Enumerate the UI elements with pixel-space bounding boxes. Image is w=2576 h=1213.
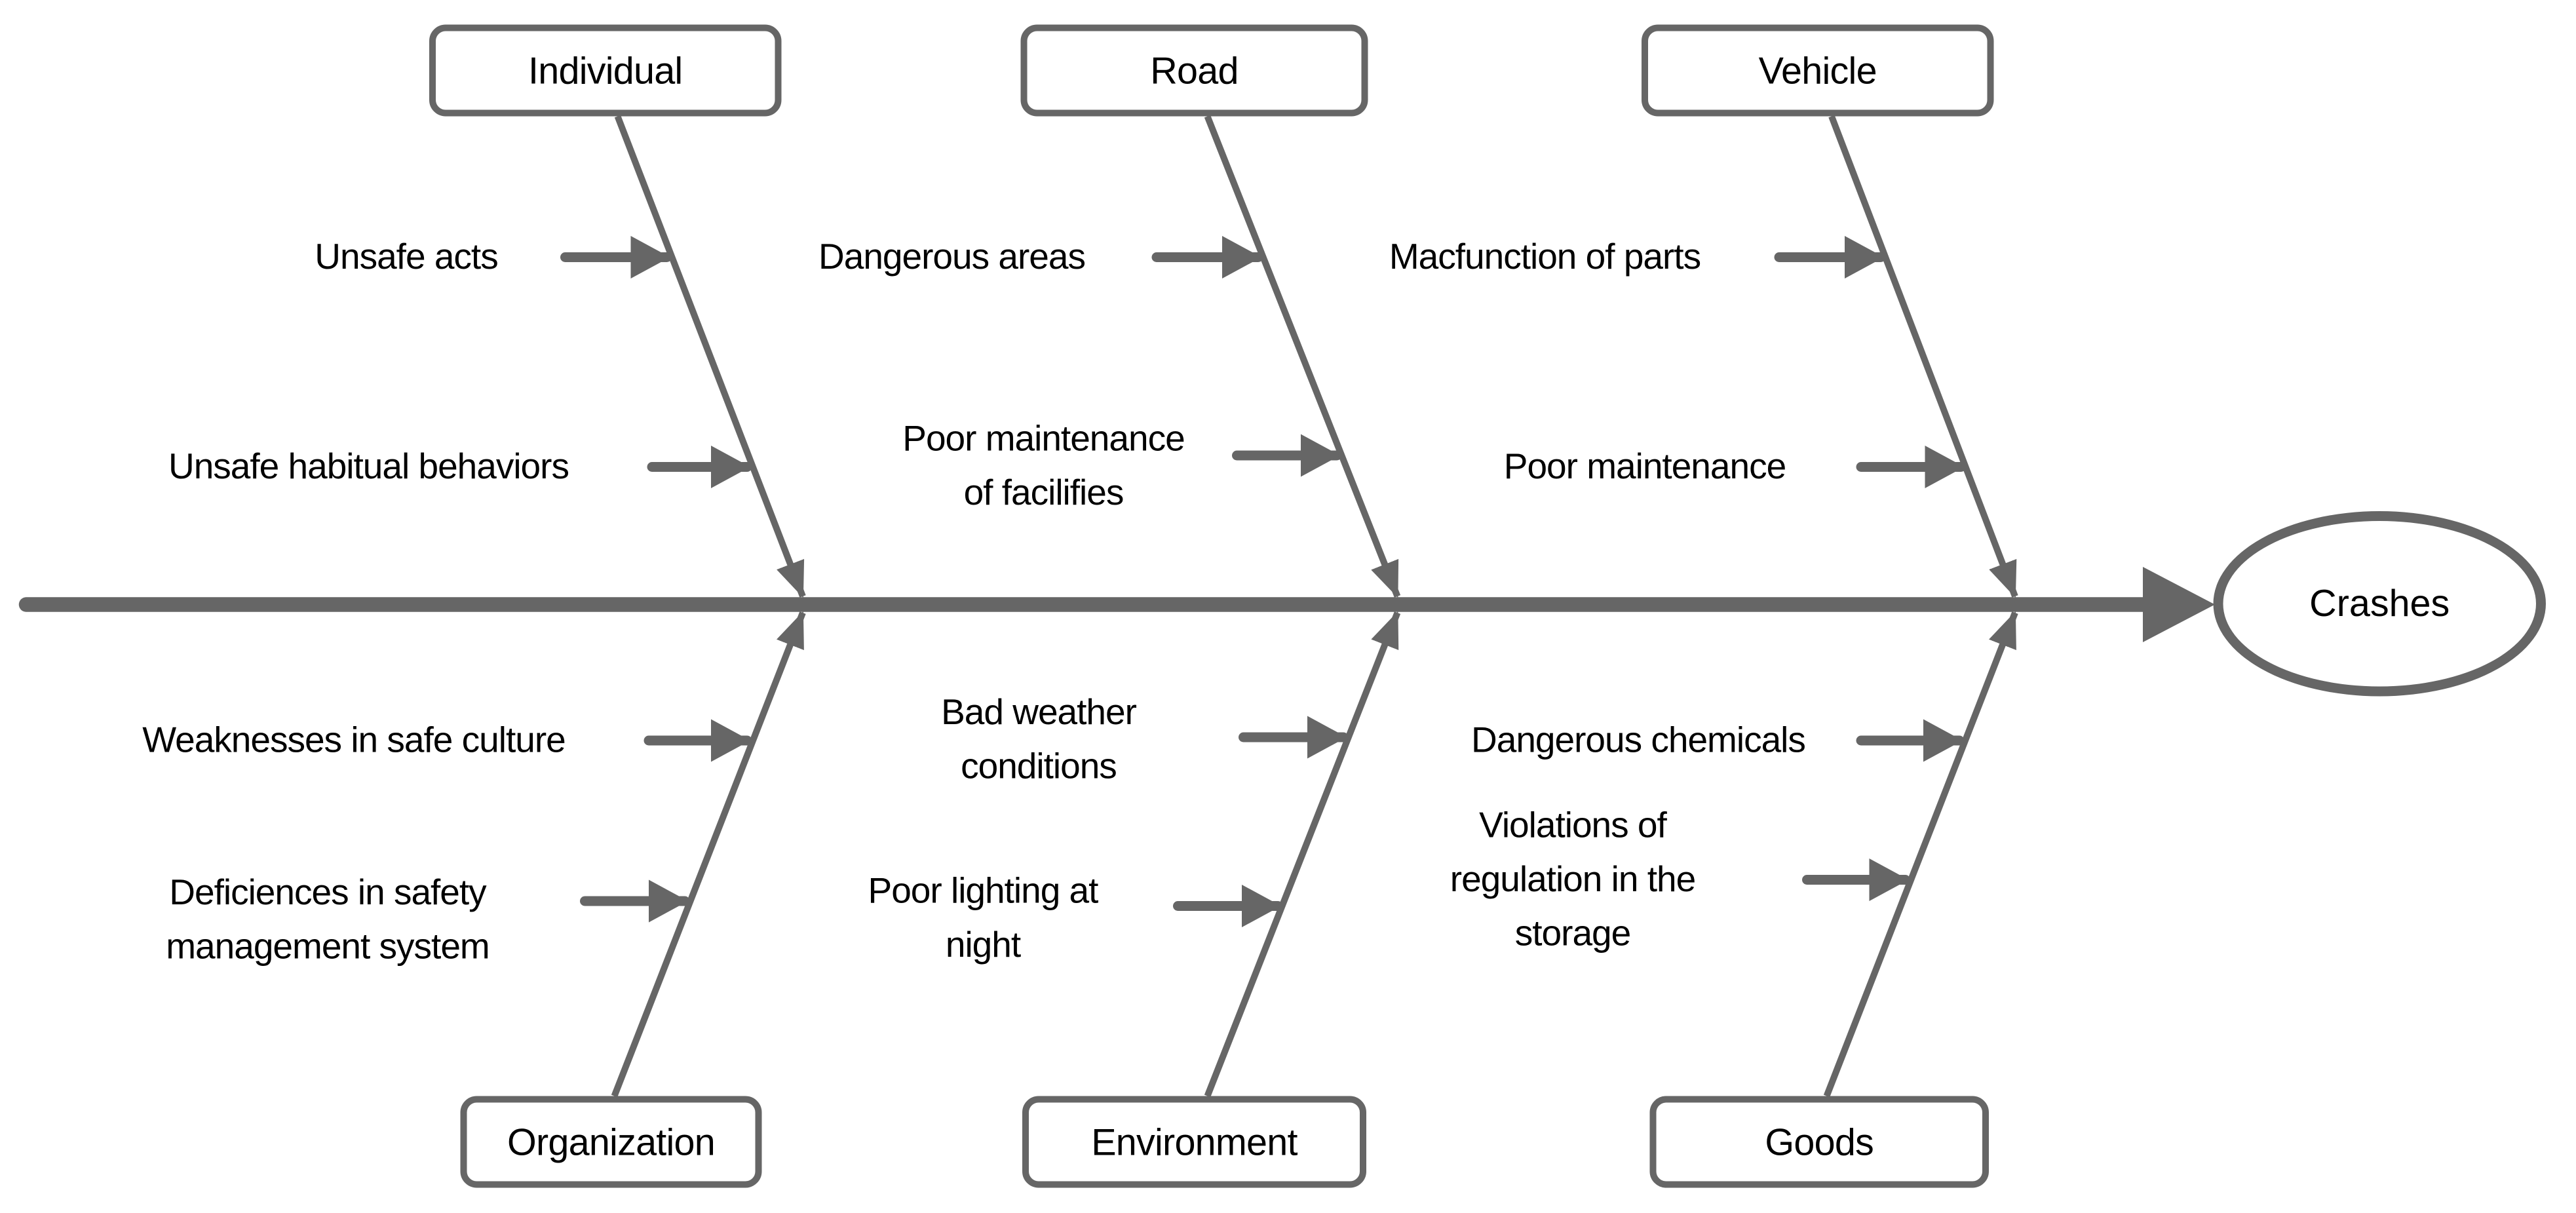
bone-goods [1823,611,2018,1098]
cause-line: Poor maintenance [902,417,1185,459]
effect-node-crashes: Crashes [2213,511,2546,697]
cause-line: Unsafe habitual behaviors [168,446,569,487]
cause-line: night [945,924,1021,965]
cause-label-bad-weather-conditions: Bad weather conditions [875,685,1202,793]
cause-line: Unsafe acts [315,236,498,277]
bone-road [1204,115,1401,598]
cause-line: Violations of [1479,804,1667,846]
cause-line: Weaknesses in safe culture [142,719,566,761]
bone-individual [614,115,806,598]
bone-organization [611,611,806,1098]
category-box-vehicle: Vehicle [1642,24,1994,117]
cause-line: Dangerous areas [818,236,1086,277]
bone-environment [1204,611,1401,1098]
cause-label-poor-maintenance-of-facilifies: Poor maintenance of facilifies [847,412,1240,520]
cause-line: regulation in the [1450,858,1696,900]
cause-line: of facilifies [963,472,1125,513]
cause-line: Bad weather [941,691,1137,733]
cause-line: Dangerous chemicals [1471,719,1806,761]
cause-label-violations-of-regulation-in-the-storage: Violations of regulation in the storage [1393,798,1753,961]
category-box-environment: Environment [1022,1096,1366,1188]
cause-label-weaknesses-in-safe-culture: Weaknesses in safe culture [75,713,632,767]
cause-line: Poor lighting at [868,870,1099,912]
cause-label-poor-lighting-at-night: Poor lighting at night [819,864,1147,972]
cause-label-unsafe-habitual-behaviors: Unsafe habitual behaviors [107,439,631,493]
cause-line: conditions [961,745,1117,787]
cause-line: Poor maintenance [1503,446,1786,487]
category-box-road: Road [1020,24,1368,117]
category-box-organization: Organization [460,1096,762,1188]
spine-arrowhead-icon [2143,567,2215,642]
cause-label-macfunction-of-parts: Macfunction of parts [1316,229,1775,284]
cause-line: Deficiences in safety [169,872,486,913]
category-box-individual: Individual [429,24,782,117]
cause-label-poor-maintenance: Poor maintenance [1448,439,1841,493]
bone-vehicle [1828,115,2018,598]
cause-label-unsafe-acts: Unsafe acts [242,229,570,284]
cause-line: management system [166,925,490,967]
cause-line: Macfunction of parts [1389,236,1701,277]
cause-label-deficiences-in-safety-management-system: Deficiences in safety management system [115,865,541,973]
cause-label-dangerous-chemicals: Dangerous chemicals [1409,713,1868,767]
cause-label-dangerous-areas: Dangerous areas [756,229,1149,284]
cause-line: storage [1514,912,1631,954]
effect-label: Crashes [2309,581,2450,625]
category-box-goods: Goods [1649,1096,1989,1188]
